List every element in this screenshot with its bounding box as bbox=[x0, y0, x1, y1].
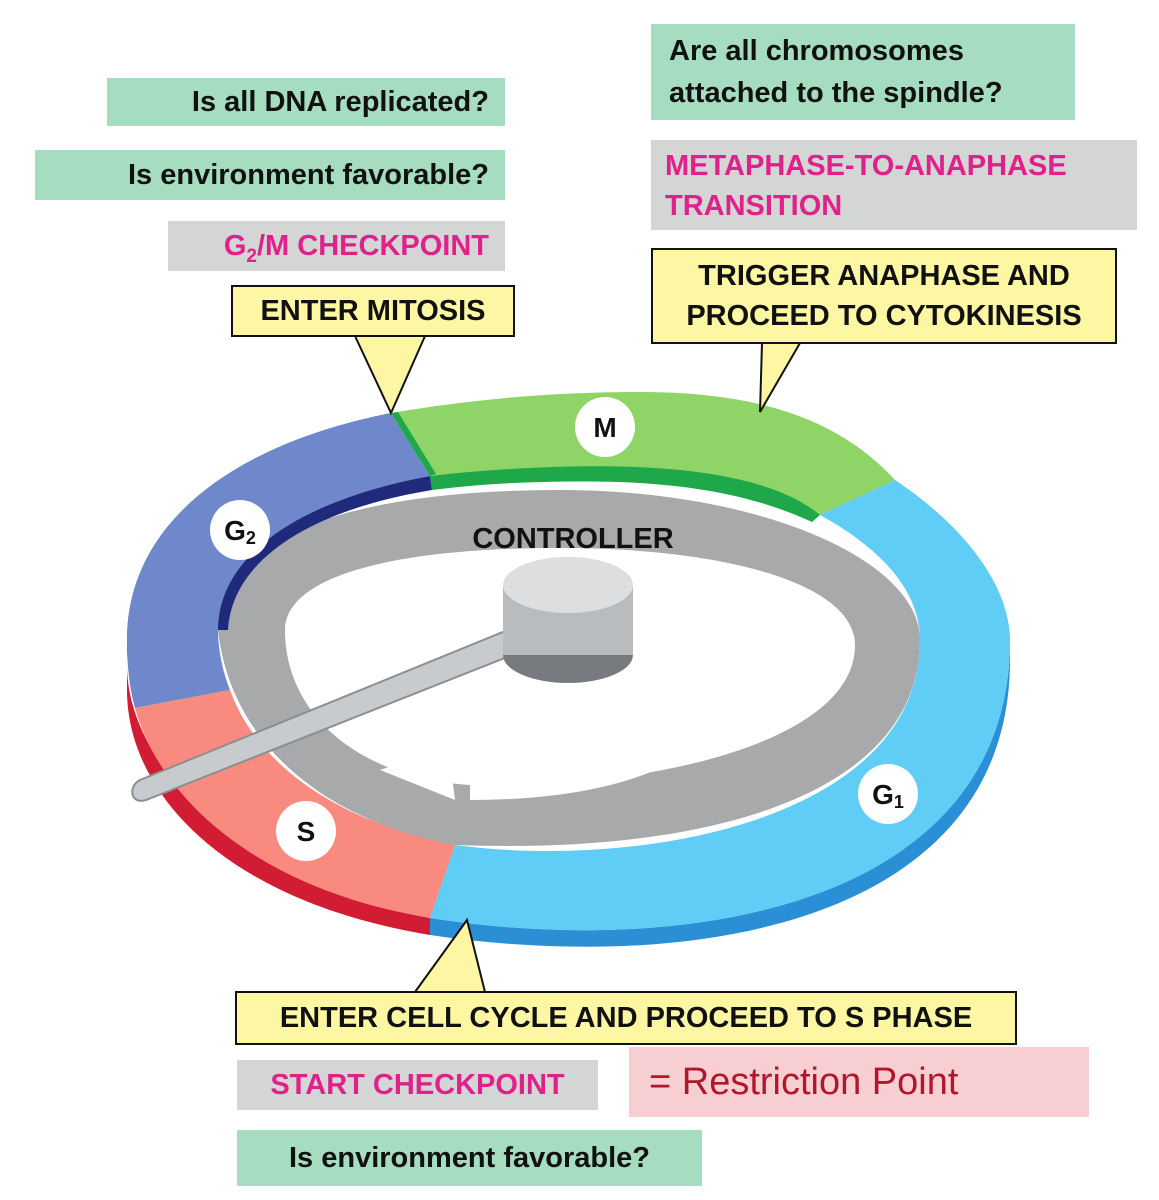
ring-m-inner-edge bbox=[430, 466, 820, 522]
ring-g2-inner-edge bbox=[218, 476, 432, 630]
phase-m-badge bbox=[575, 397, 635, 457]
ring-sector-g2 bbox=[127, 413, 430, 708]
trigger-anaphase-callout: TRIGGER ANAPHASE AND PROCEED TO CYTOKINE… bbox=[651, 248, 1117, 344]
trigger-anaphase-pointer bbox=[759, 342, 802, 413]
trigger-callout-line2: PROCEED TO CYTOKINESIS bbox=[686, 300, 1082, 332]
ring-sector-g1 bbox=[430, 480, 1010, 931]
phase-s-label: S bbox=[297, 816, 316, 847]
controller-arrow bbox=[380, 612, 500, 800]
g2m-checkpoint-label: G2/M CHECKPOINT bbox=[168, 221, 505, 271]
controller-ring bbox=[218, 490, 920, 846]
metaphase-label-line1: METAPHASE-TO-ANAPHASE bbox=[665, 150, 1067, 182]
controller-label: CONTROLLER bbox=[472, 523, 673, 555]
controller-handle bbox=[131, 623, 532, 802]
dna-replicated-question: Is all DNA replicated? bbox=[107, 78, 505, 126]
g2m-boundary bbox=[391, 412, 436, 476]
enter-mitosis-pointer bbox=[353, 335, 427, 416]
enter-cell-cycle-callout: ENTER CELL CYCLE AND PROCEED TO S PHASE bbox=[235, 991, 1017, 1045]
trigger-callout-line1: TRIGGER ANAPHASE AND bbox=[698, 260, 1070, 292]
metaphase-anaphase-checkpoint-label: METAPHASE-TO-ANAPHASE TRANSITION bbox=[651, 140, 1137, 230]
restriction-point-note: = Restriction Point bbox=[629, 1047, 1089, 1117]
chromosomes-question-line1: Are all chromosomes bbox=[669, 35, 964, 67]
enter-mitosis-callout: ENTER MITOSIS bbox=[231, 285, 515, 337]
phase-g2-label: G2 bbox=[224, 515, 256, 548]
chromosomes-question-line2: attached to the spindle? bbox=[669, 77, 1003, 109]
controller-arrow-track bbox=[470, 595, 731, 800]
chromosomes-question: Are all chromosomes attached to the spin… bbox=[651, 24, 1075, 120]
ring-sector-m bbox=[391, 392, 895, 515]
g2-environment-question: Is environment favorable? bbox=[35, 150, 505, 200]
phase-g1-label: G1 bbox=[872, 779, 904, 812]
phase-m-label: M bbox=[593, 412, 616, 443]
phase-g2-badge bbox=[210, 500, 270, 560]
controller-knob-top bbox=[503, 557, 633, 613]
metaphase-label-line2: TRANSITION bbox=[665, 190, 843, 222]
phase-s-badge bbox=[276, 801, 336, 861]
start-environment-question: Is environment favorable? bbox=[237, 1130, 702, 1186]
phase-g1-badge bbox=[858, 764, 918, 824]
start-checkpoint-label: START CHECKPOINT bbox=[237, 1060, 598, 1110]
